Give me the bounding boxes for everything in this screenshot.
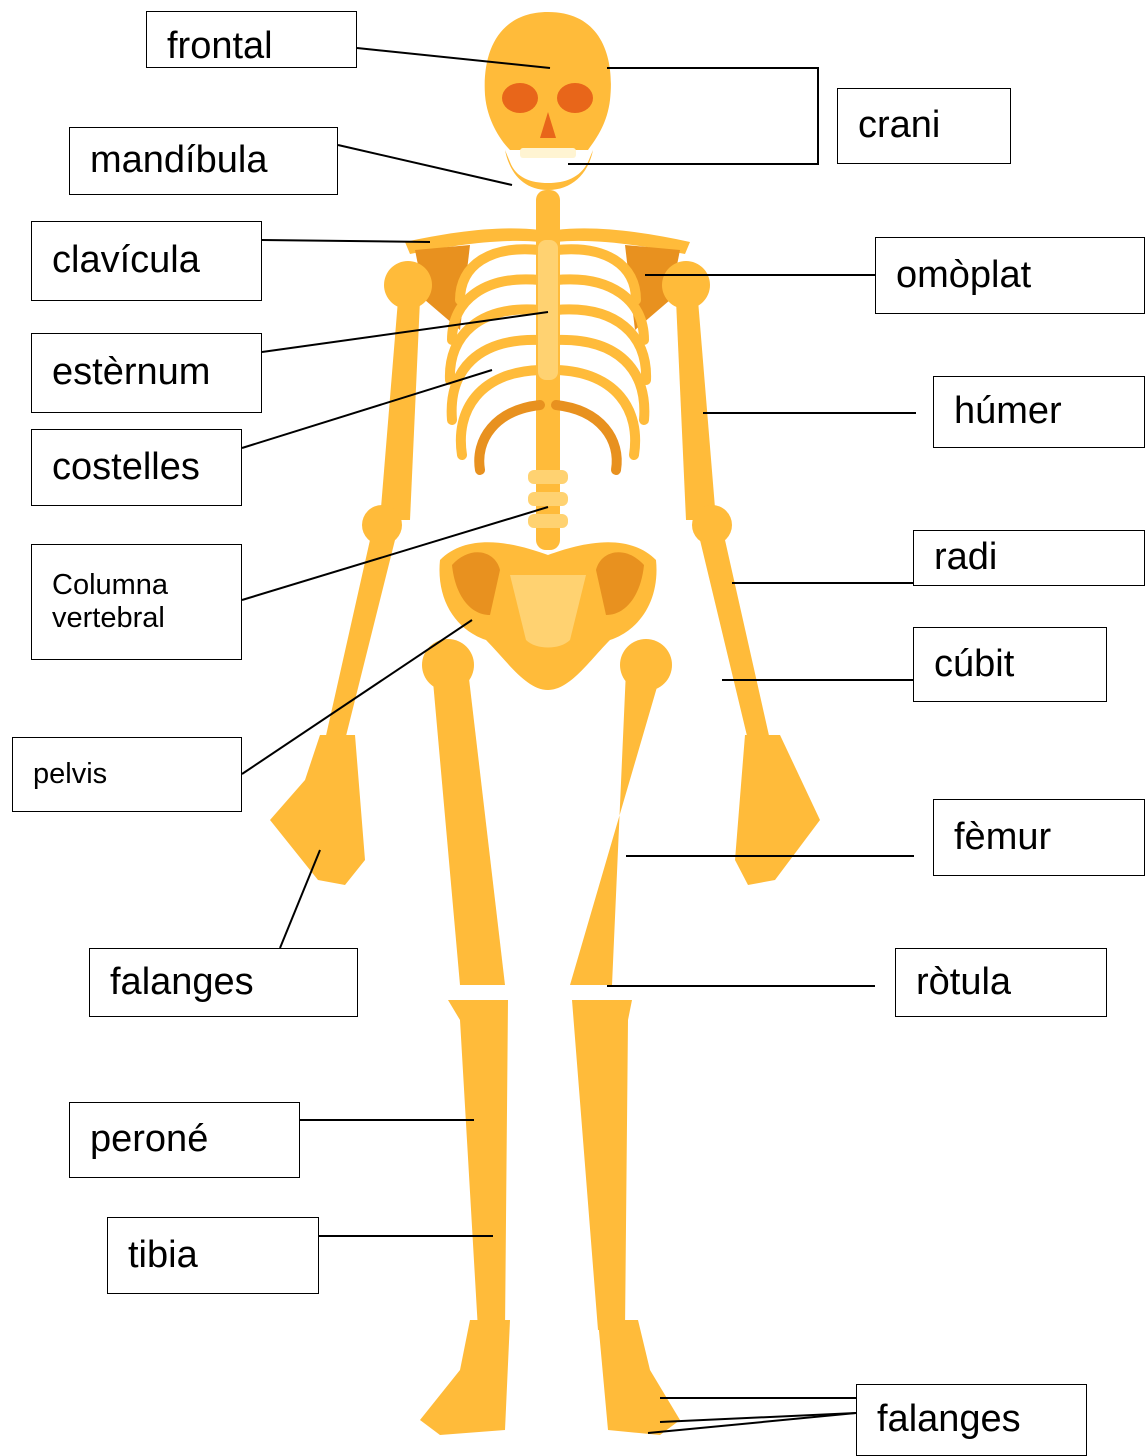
label-columna-line1: Columna: [52, 569, 168, 602]
label-crani: crani: [837, 88, 1011, 164]
hand-left: [270, 735, 365, 885]
label-radi: radi: [913, 530, 1145, 586]
forearm-right: [700, 540, 770, 740]
femur-left: [432, 670, 505, 985]
label-costelles-text: costelles: [52, 447, 200, 489]
hand-right: [735, 735, 820, 885]
label-falanges-foot: falanges: [856, 1384, 1087, 1456]
label-columna-text: Columna vertebral: [52, 569, 168, 636]
label-frontal: frontal: [146, 11, 357, 68]
label-rotula-text: ròtula: [916, 962, 1011, 1004]
label-humer-text: húmer: [954, 391, 1062, 433]
label-clavicula-text: clavícula: [52, 240, 200, 282]
label-costelles: costelles: [31, 429, 242, 506]
eye-socket-right: [557, 83, 593, 113]
label-femur: fèmur: [933, 799, 1145, 876]
label-falanges-hand: falanges: [89, 948, 358, 1017]
label-falanges-foot-text: falanges: [877, 1399, 1021, 1441]
label-omoplat-text: omòplat: [896, 255, 1031, 297]
label-omoplat: omòplat: [875, 237, 1145, 314]
label-perone: peroné: [69, 1102, 300, 1178]
label-pelvis-text: pelvis: [33, 758, 107, 791]
forearm-left: [325, 540, 395, 740]
label-tibia: tibia: [107, 1217, 319, 1294]
label-falanges-hand-text: falanges: [110, 962, 254, 1004]
tibia-right: [572, 1000, 632, 1330]
label-clavicula: clavícula: [31, 221, 262, 301]
label-crani-text: crani: [858, 105, 940, 147]
label-mandibula-text: mandíbula: [90, 140, 267, 182]
foot-left: [420, 1320, 510, 1435]
humerus-left: [380, 300, 420, 520]
sternum: [538, 240, 558, 380]
label-rotula: ròtula: [895, 948, 1107, 1017]
skull: [485, 12, 611, 190]
label-cubit-text: cúbit: [934, 644, 1014, 686]
label-mandibula: mandíbula: [69, 127, 338, 195]
label-femur-text: fèmur: [954, 817, 1051, 859]
label-radi-text: radi: [934, 537, 997, 579]
legs: [420, 639, 680, 1435]
tibia-left: [448, 1000, 508, 1330]
label-esternum: estèrnum: [31, 333, 262, 413]
label-tibia-text: tibia: [128, 1235, 198, 1277]
label-pelvis: pelvis: [12, 737, 242, 812]
label-esternum-text: estèrnum: [52, 352, 210, 394]
label-columna-line2: vertebral: [52, 602, 168, 635]
eye-socket-left: [502, 83, 538, 113]
label-columna-vertebral: Columna vertebral: [31, 544, 242, 660]
humerus-right: [676, 300, 716, 520]
label-perone-text: peroné: [90, 1119, 208, 1161]
foot-right: [598, 1320, 680, 1435]
label-frontal-text: frontal: [167, 26, 273, 68]
label-humer: húmer: [933, 376, 1145, 448]
teeth: [520, 148, 576, 158]
femur-right: [570, 670, 662, 985]
label-cubit: cúbit: [913, 627, 1107, 702]
